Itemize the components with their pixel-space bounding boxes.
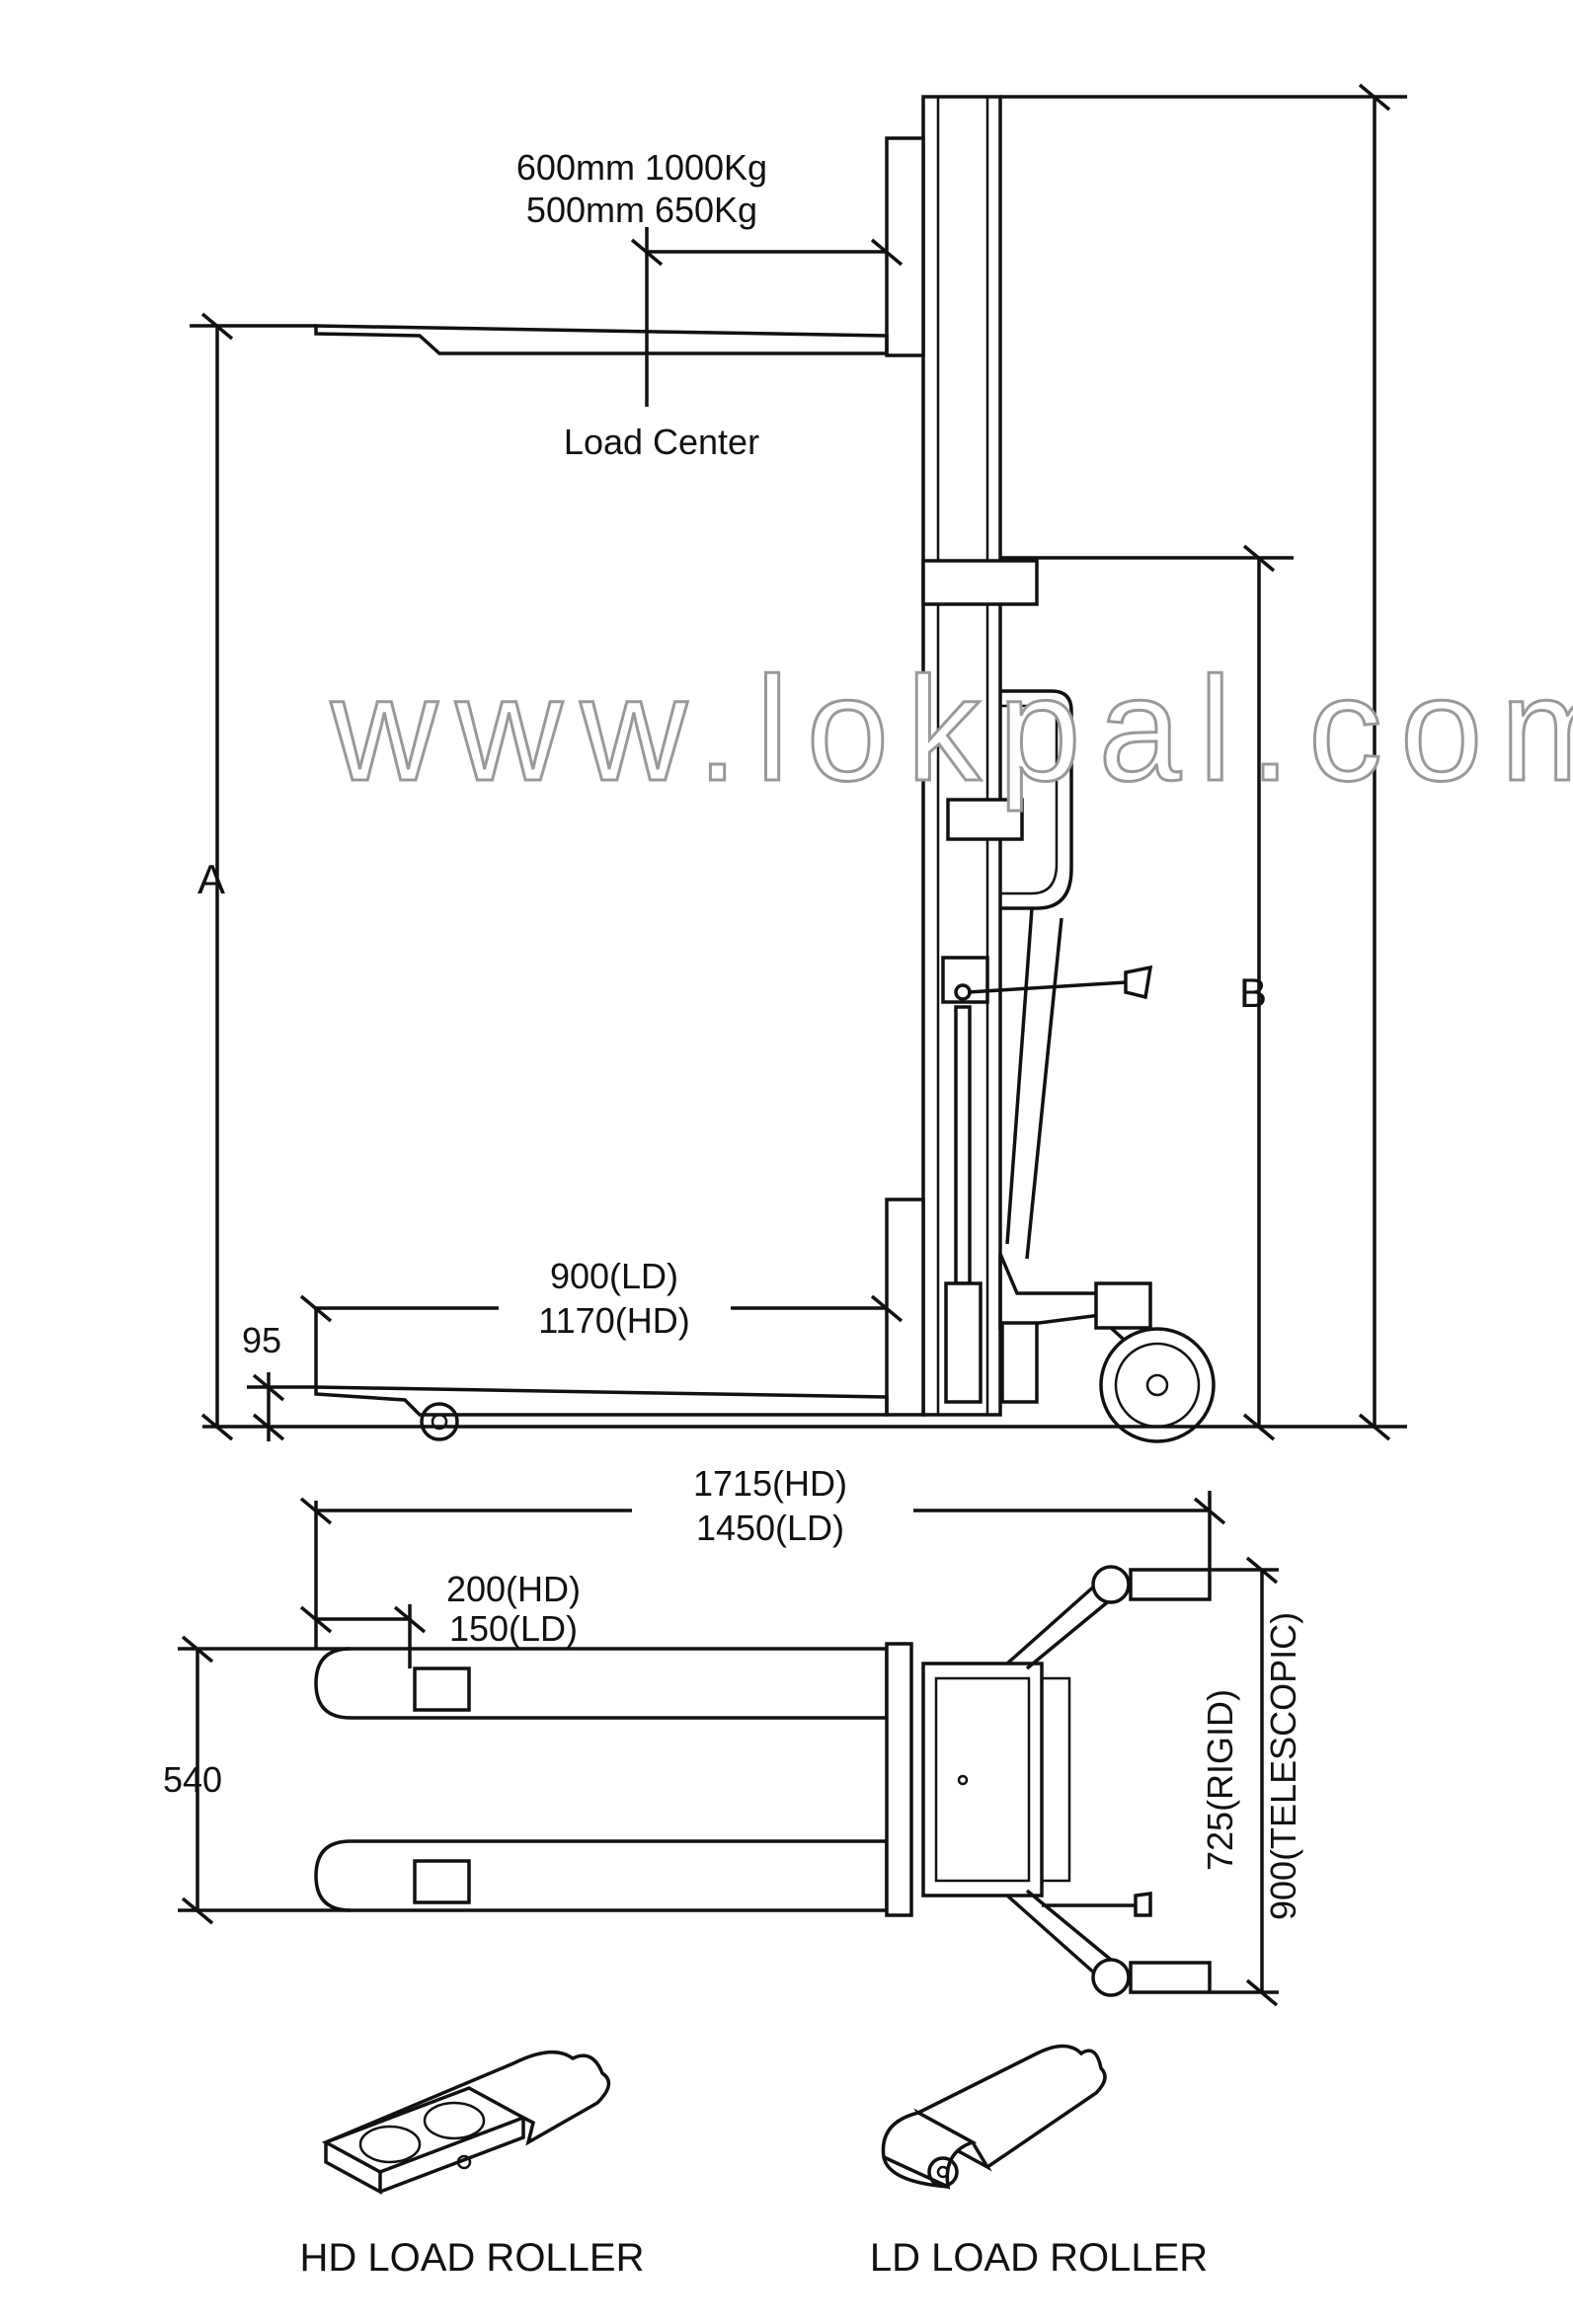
watermark: www.lokpal.com [330,646,1573,812]
pump-head [941,956,989,1004]
top-roller-lower [413,1859,471,1904]
side-view [202,95,1407,1443]
top-caster-upper [1091,1565,1131,1604]
capacity-line-1: 600mm 1000Kg [516,147,767,188]
fork-length-ld: 900(LD) [550,1256,678,1296]
ld-roller-caption: LD LOAD ROLLER [870,2236,1208,2280]
top-roller-upper [413,1666,471,1712]
ld-roller-detail [881,2044,1107,2190]
cylinder-body [944,1281,983,1404]
cylinder-rod [954,1005,972,1285]
top-fork-upper [314,1647,889,1720]
overall-length-ld: 1450(LD) [696,1508,844,1548]
top-caster-wheel-upper [1129,1568,1212,1601]
side-dimensions: A B 600mm 1000Kg 500mm 650Kg Load Center… [190,83,1407,1441]
wheelbase-rigid: 725(RIGID) [1200,1689,1240,1871]
mast [921,95,1002,1417]
overall-length-hd: 1715(HD) [693,1463,847,1504]
roller-offset-ld: 150(LD) [449,1608,578,1649]
mast-block [946,798,1024,841]
capacity-line-2: 500mm 650Kg [526,190,757,230]
caster-housing [1094,1281,1152,1330]
wheelbase-telescopic: 900(TELESCOPIC) [1263,1612,1303,1920]
caster-wheel [1099,1327,1216,1443]
overall-width-label: 540 [163,1759,222,1800]
fork-height-label: 95 [242,1320,281,1360]
upper-fork [314,324,889,355]
dimension-a-label: A [197,856,225,902]
push-handle [1000,689,1073,910]
fork-length-hd: 1170(HD) [538,1300,689,1341]
upper-carriage [885,136,925,357]
top-dimensions: 1715(HD) 1450(LD) 200(HD) 150(LD) 540 72… [163,1463,1303,2007]
pump-lever [967,980,1127,994]
hd-roller-detail [321,2050,611,2195]
fork-roller [420,1402,459,1441]
rear-housing [1000,1321,1039,1404]
top-carriage [885,1642,913,1917]
lower-fork [314,1385,889,1417]
lift-beam [921,559,1039,606]
lower-carriage [885,1198,925,1417]
load-center-label: Load Center [564,422,759,462]
dimension-b-label: B [1239,969,1267,1016]
roller-offset-hd: 200(HD) [446,1569,581,1609]
top-fork-lower [314,1839,889,1912]
top-caster-wheel-lower [1129,1961,1212,1994]
hd-roller-caption: HD LOAD ROLLER [300,2236,645,2280]
top-view [314,1565,1212,1997]
top-base [921,1662,1044,1898]
top-caster-lower [1091,1958,1131,1997]
